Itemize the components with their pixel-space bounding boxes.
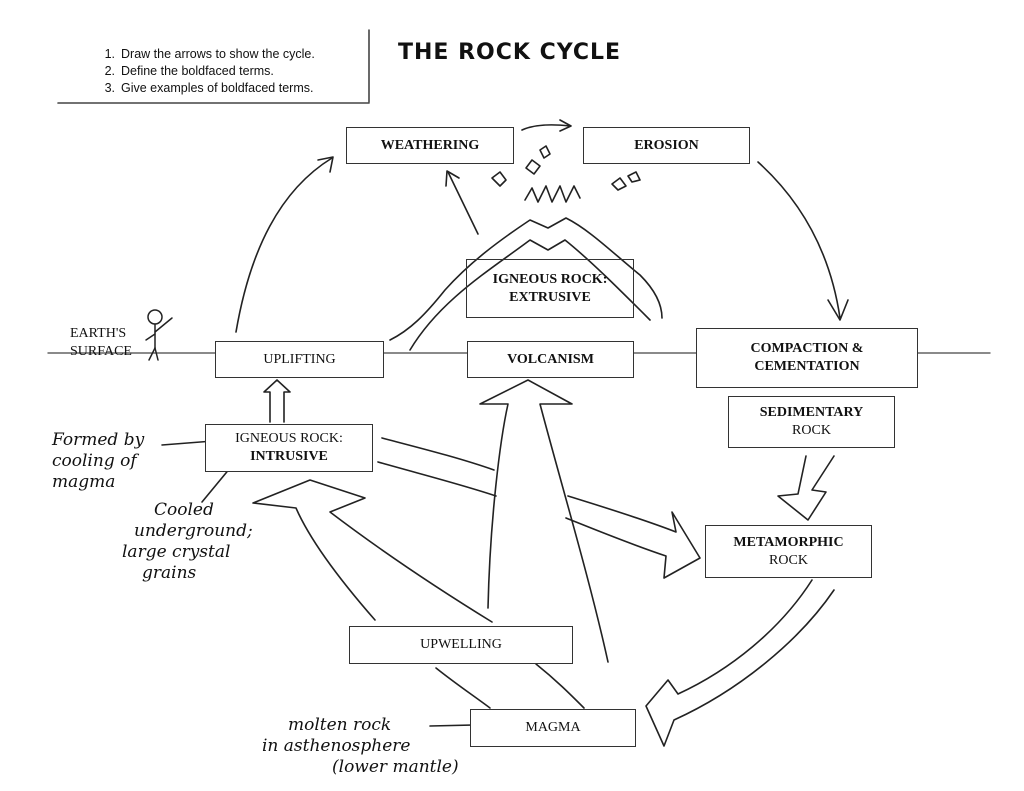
volcano-inner: [409, 239, 651, 351]
box-label: COMPACTION &: [750, 341, 864, 356]
lava-fragment: [491, 171, 507, 187]
volcano-outline: [389, 217, 663, 341]
instruction-number: 1.: [104, 47, 115, 61]
instruction-text: Define the boldfaced terms.: [121, 64, 274, 78]
instruction-text: Give examples of boldfaced terms.: [121, 81, 314, 95]
box-sedimentary-rock: SEDIMENTARY ROCK: [728, 396, 895, 448]
box-label: EXTRUSIVE: [509, 289, 591, 305]
box-uplifting: UPLIFTING: [215, 341, 384, 378]
box-label: VOLCANISM: [507, 351, 594, 367]
note-line: Formed by: [52, 430, 145, 450]
instruction-item: 3. Give examples of boldfaced terms.: [60, 80, 368, 97]
box-metamorphic-rock: METAMORPHIC ROCK: [705, 525, 872, 578]
arrow-sedimentary-to-metamorphic: [777, 455, 835, 521]
box-label: ROCK: [792, 423, 831, 438]
instructions-list: 1. Draw the arrows to show the cycle. 2.…: [60, 46, 368, 97]
note-line: magma: [52, 472, 116, 492]
box-label: ROCK: [769, 552, 808, 568]
stick-figure: [145, 309, 173, 361]
instruction-number: 3.: [104, 81, 115, 95]
box-weathering: WEATHERING: [346, 127, 514, 164]
box-compaction-cementation: COMPACTION & CEMENTATION: [696, 328, 918, 388]
instruction-item: 2. Define the boldfaced terms.: [60, 63, 368, 80]
earth-surface-label: EARTH'S SURFACE: [70, 325, 132, 361]
box-upwelling: UPWELLING: [349, 626, 573, 664]
arrow-weathering-to-erosion: [521, 124, 571, 131]
box-label: EROSION: [634, 137, 699, 153]
volcano-crater: [524, 185, 581, 203]
box-label: UPLIFTING: [263, 351, 336, 367]
box-igneous-extrusive: IGNEOUS ROCK: EXTRUSIVE: [466, 259, 634, 318]
box-label: CEMENTATION: [754, 359, 860, 374]
box-label: SEDIMENTARY: [759, 405, 864, 420]
note-line: underground;: [134, 521, 253, 541]
arrow-metamorphic-to-magma: [645, 579, 835, 747]
arrow-intrusive-to-metamorphic: [381, 437, 495, 471]
note-line: (lower mantle): [332, 757, 459, 777]
arrow-uplifting-to-weathering: [235, 157, 333, 333]
box-erosion: EROSION: [583, 127, 750, 164]
arrow-erosion-to-compaction: [757, 161, 841, 319]
note-line: in asthenosphere: [262, 736, 411, 756]
arrow-intrusive-to-uplifting: [263, 379, 291, 423]
box-label: IGNEOUS ROCK:: [235, 431, 343, 446]
note-line: grains: [142, 563, 197, 583]
arrow-upwelling-to-intrusive: [252, 479, 493, 623]
note-cooled-underground: Cooled underground; large crystal grains: [120, 500, 253, 584]
earth-surface-label-line: EARTH'S: [70, 326, 127, 341]
instruction-text: Draw the arrows to show the cycle.: [121, 47, 315, 61]
note-formed-by-cooling: Formed by cooling of magma: [52, 430, 144, 493]
lava-fragment: [525, 159, 541, 175]
note-molten-rock: molten rock in asthenosphere (lower mant…: [262, 715, 459, 778]
box-label: INTRUSIVE: [250, 449, 328, 464]
box-label: IGNEOUS ROCK:: [492, 271, 608, 287]
lava-fragment: [539, 145, 551, 159]
lava-fragment: [611, 177, 627, 191]
arrow-extrusive-to-weathering: [447, 171, 479, 235]
box-label: UPWELLING: [420, 637, 502, 652]
box-igneous-intrusive: IGNEOUS ROCK: INTRUSIVE: [205, 424, 373, 472]
note-line: cooling of: [52, 451, 137, 471]
page-title: THE ROCK CYCLE: [398, 40, 622, 65]
earth-surface-label-line: SURFACE: [70, 344, 132, 359]
note-line: large crystal: [122, 542, 231, 562]
box-magma: MAGMA: [470, 709, 636, 747]
box-label: MAGMA: [525, 720, 581, 735]
note-line: molten rock: [288, 715, 392, 735]
box-volcanism: VOLCANISM: [467, 341, 634, 378]
connector-upwelling-magma: [435, 667, 491, 709]
lava-fragment: [627, 171, 641, 183]
box-label: METAMORPHIC: [733, 534, 844, 550]
note-line: Cooled: [154, 500, 214, 520]
instruction-item: 1. Draw the arrows to show the cycle.: [60, 46, 368, 63]
instruction-number: 2.: [104, 64, 115, 78]
box-label: WEATHERING: [380, 137, 480, 153]
arrow-magma-to-volcanism: [479, 379, 609, 663]
